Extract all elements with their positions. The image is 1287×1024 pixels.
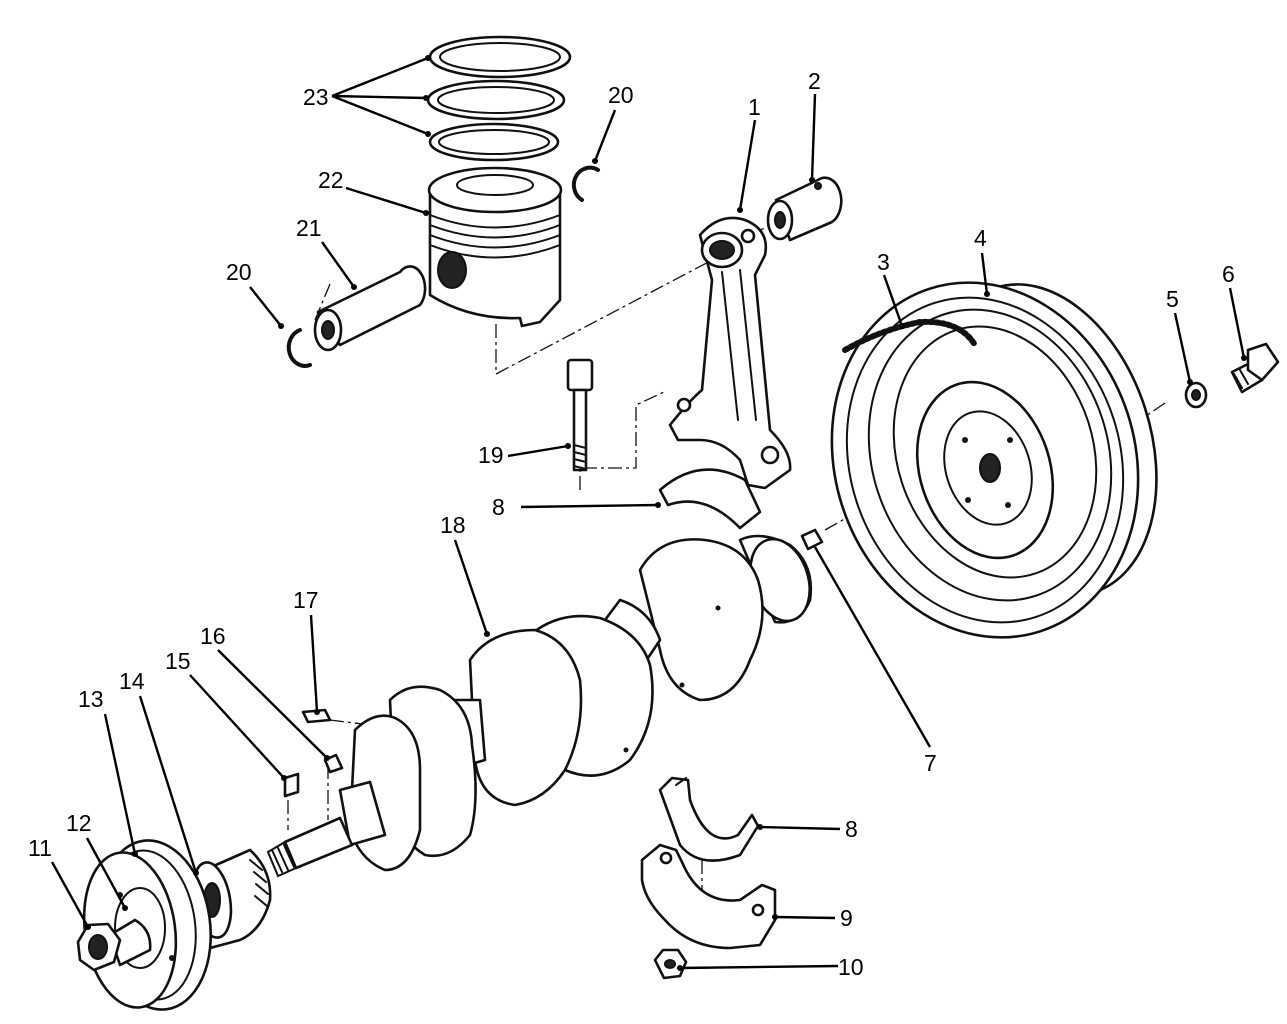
callout-18: 18 xyxy=(440,512,466,538)
callout-2: 2 xyxy=(808,68,821,94)
callout-8-upper: 8 xyxy=(492,494,505,520)
callout-20-left: 20 xyxy=(226,259,252,285)
callout-11: 11 xyxy=(28,835,52,861)
clip-left xyxy=(286,328,312,368)
callout-13: 13 xyxy=(78,686,104,712)
flywheel xyxy=(830,281,1158,639)
piston-pin xyxy=(313,265,427,352)
callout-22: 22 xyxy=(318,167,344,193)
leader-lines xyxy=(50,56,1246,970)
dowel-pin xyxy=(800,528,824,551)
callout-10: 10 xyxy=(838,954,864,980)
clip-right xyxy=(571,165,600,202)
callout-15: 15 xyxy=(165,648,191,674)
callout-19: 19 xyxy=(478,442,504,468)
rod-bolt xyxy=(566,358,594,472)
bearing-shell-lower xyxy=(658,776,760,862)
leader-dots xyxy=(85,55,1247,971)
connecting-rod xyxy=(668,216,792,490)
callout-8-lower: 8 xyxy=(845,816,858,842)
main-bearing-cap xyxy=(640,843,777,950)
callout-labels: 1 2 3 4 5 6 7 8 8 9 10 11 12 13 14 15 16… xyxy=(28,68,1235,980)
callout-7: 7 xyxy=(924,750,937,776)
pulley-washer xyxy=(108,918,152,967)
wrist-pin-bushing xyxy=(766,176,843,242)
cap-nut xyxy=(653,948,688,980)
callout-5: 5 xyxy=(1166,286,1179,312)
callout-16: 16 xyxy=(200,623,226,649)
callout-21: 21 xyxy=(296,215,322,241)
callout-23: 23 xyxy=(303,84,329,110)
pulley-nut xyxy=(76,922,122,972)
callout-20-right: 20 xyxy=(608,82,634,108)
callout-9: 9 xyxy=(840,905,853,931)
callout-1: 1 xyxy=(748,94,761,120)
callout-14: 14 xyxy=(119,668,145,694)
callout-6: 6 xyxy=(1222,261,1235,287)
woodruff-key xyxy=(283,772,300,798)
crankshaft xyxy=(266,534,813,878)
flywheel-bolt xyxy=(1230,342,1280,394)
callout-4: 4 xyxy=(974,225,987,251)
bearing-shell-upper xyxy=(658,468,762,530)
piston xyxy=(427,166,563,328)
callout-3: 3 xyxy=(877,249,890,275)
callout-12: 12 xyxy=(66,810,92,836)
piston-rings xyxy=(426,35,572,162)
callout-17: 17 xyxy=(293,587,319,613)
flywheel-washer xyxy=(1184,381,1208,409)
